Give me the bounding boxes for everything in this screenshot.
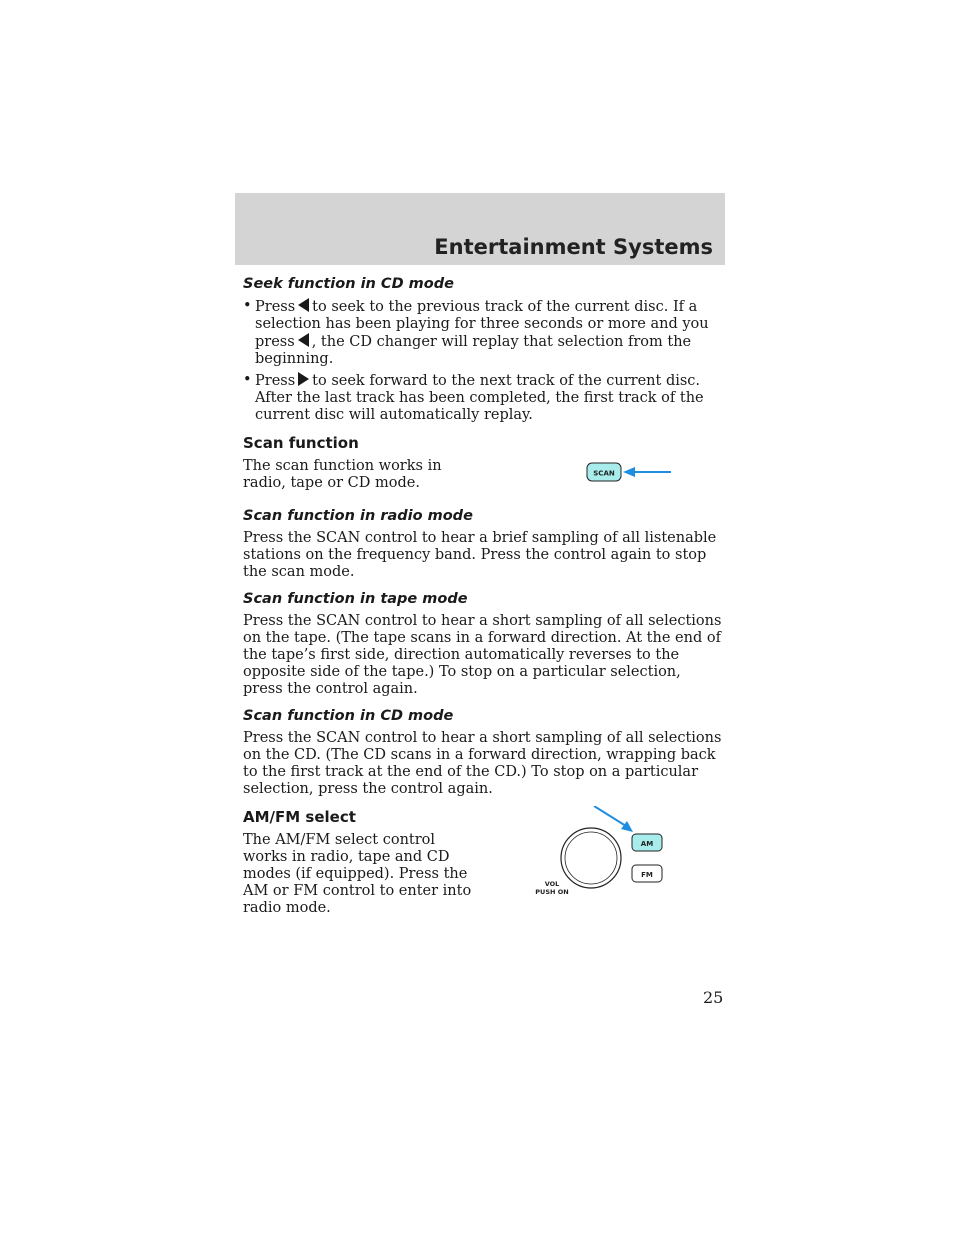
section-header-band: Entertainment Systems bbox=[235, 193, 725, 265]
fm-button[interactable] bbox=[631, 864, 663, 883]
seek-item1-mid: to seek to the previous track of the cur… bbox=[255, 299, 709, 350]
seek-forward-icon bbox=[298, 372, 310, 386]
scan-cd-heading: Scan function in CD mode bbox=[243, 708, 454, 724]
page-number: 25 bbox=[703, 988, 724, 1007]
bullet-icon: • bbox=[243, 298, 252, 314]
amfm-illustration: VOL PUSH ON AM FM bbox=[535, 806, 663, 896]
seek-item2-pre: Press bbox=[255, 373, 296, 389]
seek-item2-post: to seek forward to the next track of the… bbox=[255, 373, 704, 423]
arrow-head-icon bbox=[621, 821, 633, 832]
scan-tape-heading: Scan function in tape mode bbox=[243, 591, 468, 607]
section-title: Entertainment Systems bbox=[434, 235, 713, 259]
vol-label: VOL bbox=[545, 880, 560, 888]
pointer-arrow bbox=[593, 806, 627, 827]
amfm-text: The AM/FM select control works in radio,… bbox=[243, 832, 472, 916]
seek-item1-post: , the CD changer will replay that select… bbox=[255, 334, 692, 367]
scan-radio-heading: Scan function in radio mode bbox=[243, 508, 473, 524]
scan-intro: The scan function works in radio, tape o… bbox=[243, 458, 442, 491]
am-button[interactable] bbox=[631, 833, 663, 852]
seek-item1-pre: Press bbox=[255, 299, 296, 315]
seek-back-icon bbox=[298, 298, 310, 312]
arrow-head-icon bbox=[623, 467, 635, 477]
scan-heading: Scan function bbox=[243, 434, 359, 452]
fm-button-label: FM bbox=[641, 871, 653, 879]
volume-knob-inner bbox=[564, 831, 618, 885]
scan-button[interactable] bbox=[586, 462, 622, 482]
seek-back-icon bbox=[297, 333, 309, 347]
scan-button-label: SCAN bbox=[593, 470, 615, 478]
seek-cd-heading: Seek function in CD mode bbox=[243, 276, 454, 292]
scan-radio-text: Press the SCAN control to hear a brief s… bbox=[243, 530, 717, 580]
bullet-icon: • bbox=[243, 372, 252, 388]
push-on-label: PUSH ON bbox=[535, 888, 568, 896]
amfm-heading: AM/FM select bbox=[243, 808, 356, 826]
scan-tape-text: Press the SCAN control to hear a short s… bbox=[243, 613, 722, 697]
scan-cd-text: Press the SCAN control to hear a short s… bbox=[243, 730, 722, 797]
volume-knob[interactable] bbox=[560, 827, 622, 889]
scan-illustration: SCAN bbox=[586, 462, 671, 482]
am-button-label: AM bbox=[641, 840, 653, 848]
